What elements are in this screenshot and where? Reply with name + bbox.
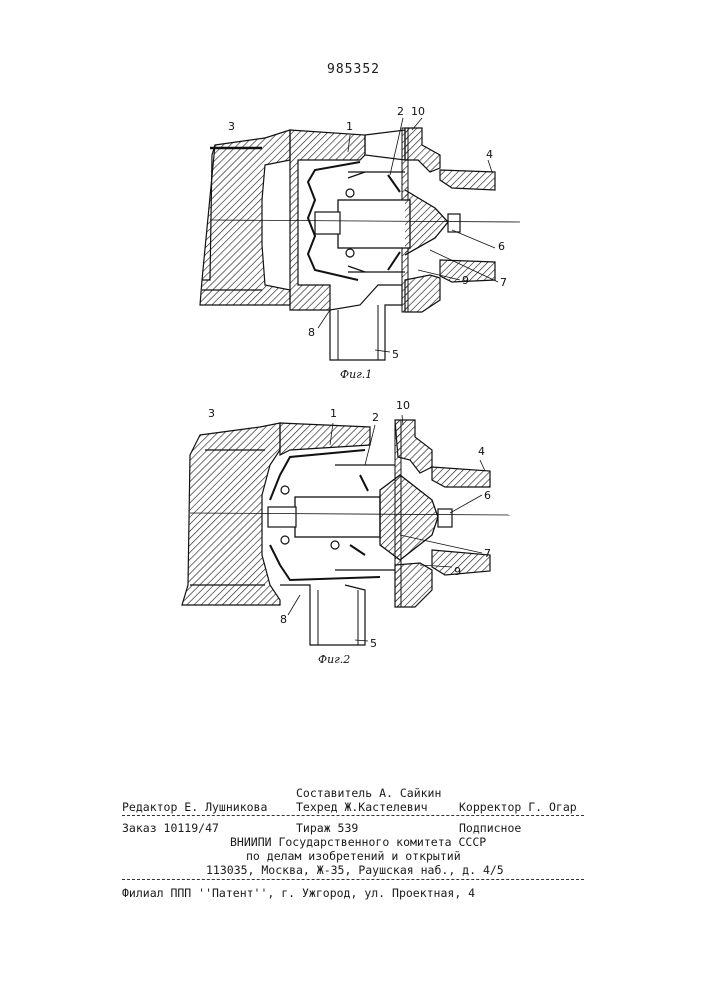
order: Заказ 10119/47 xyxy=(122,821,219,835)
fig1-label-9: 9 xyxy=(462,274,469,287)
techred: Техред Ж.Кастелевич xyxy=(296,800,428,814)
corrector: Корректор Г. Огар xyxy=(459,800,577,814)
fig2-caption: Фиг.2 xyxy=(318,653,350,666)
patent-number: 985352 xyxy=(0,62,707,77)
fig2-label-9: 9 xyxy=(454,565,461,578)
fig1-label-3: 3 xyxy=(228,120,235,133)
fig1-caption: Фиг.1 xyxy=(340,368,372,381)
fig1-label-1: 1 xyxy=(346,120,353,133)
compiler: Составитель А. Сайкин xyxy=(296,786,441,800)
fig2-label-1: 1 xyxy=(330,407,337,420)
fig2-label-8: 8 xyxy=(280,613,287,626)
fig2-label-3: 3 xyxy=(208,407,215,420)
fig1-label-8: 8 xyxy=(308,326,315,339)
editor: Редактор Е. Лушникова xyxy=(122,800,267,814)
circulation: Тираж 539 xyxy=(296,821,358,835)
fig2-label-5: 5 xyxy=(370,637,377,650)
imprint-divider-2 xyxy=(122,879,584,880)
fig2-label-7: 7 xyxy=(484,547,491,560)
fig2-label-2: 2 xyxy=(372,411,379,424)
address: 113035, Москва, Ж-35, Раушская наб., д. … xyxy=(206,863,504,877)
figure-2-drawing: 3 1 2 10 4 6 7 9 8 5 Фиг.2 xyxy=(170,395,530,675)
fig1-label-4: 4 xyxy=(486,148,493,161)
branch: Филиал ППП ''Патент'', г. Ужгород, ул. П… xyxy=(122,886,475,900)
fig1-inlet-pipe xyxy=(200,130,290,305)
fig1-label-6: 6 xyxy=(498,240,505,253)
org-line-2: по делам изобретений и открытий xyxy=(246,849,461,863)
fig2-inlet-pipe xyxy=(182,423,280,605)
fig2-label-4: 4 xyxy=(478,445,485,458)
org-line-1: ВНИИПИ Государственного комитета СССР xyxy=(230,835,486,849)
subscription: Подписное xyxy=(459,821,521,835)
figure-1-drawing: 3 1 2 10 4 6 7 9 8 5 Фиг.1 xyxy=(190,100,530,400)
fig2-label-10: 10 xyxy=(396,399,410,412)
fig1-label-10: 10 xyxy=(411,105,425,118)
imprint-divider-1 xyxy=(122,815,584,816)
fig1-label-7: 7 xyxy=(500,276,507,289)
fig1-label-2: 2 xyxy=(397,105,404,118)
fig1-label-5: 5 xyxy=(392,348,399,361)
fig2-label-6: 6 xyxy=(484,489,491,502)
